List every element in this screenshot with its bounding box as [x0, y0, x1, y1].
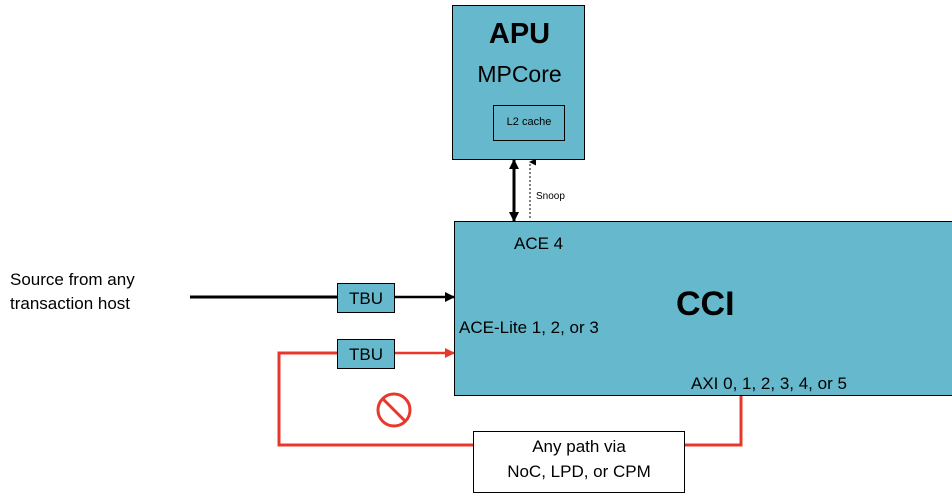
tbu-top-label: TBU: [349, 289, 383, 308]
axi-port-label: AXI 0, 1, 2, 3, 4, or 5: [691, 374, 847, 393]
ace-port-label: ACE 4: [514, 234, 564, 253]
l2-cache-label: L2 cache: [506, 116, 552, 128]
any-path-box: Any path via NoC, LPD, or CPM: [473, 431, 685, 493]
apu-title: APU: [488, 18, 551, 50]
source-label-line1: Source from any: [10, 270, 135, 289]
ace-lite-port-label: ACE-Lite 1, 2, or 3: [459, 318, 599, 337]
cci-title: CCI: [676, 285, 735, 323]
tbu-top: TBU: [337, 283, 395, 313]
source-label-line2: transaction host: [10, 294, 131, 313]
snoop-label: Snoop: [536, 191, 565, 202]
prohibited-icon: [376, 392, 412, 428]
apu-subtitle: MPCore: [477, 61, 562, 87]
tbu-bottom-label: TBU: [349, 345, 383, 364]
any-path-line1: Any path via: [532, 437, 626, 456]
cci-block: CCI ACE 4 ACE-Lite 1, 2, or 3 AXI 0, 1, …: [454, 221, 952, 396]
l2-cache-block: L2 cache: [493, 105, 565, 141]
apu-block: APU MPCore L2 cache: [452, 5, 585, 160]
forbidden-loop-path: [685, 396, 743, 447]
forbidden-loop-path-left: [277, 351, 473, 447]
any-path-line2: NoC, LPD, or CPM: [507, 462, 651, 481]
tbu-bottom: TBU: [337, 339, 395, 369]
